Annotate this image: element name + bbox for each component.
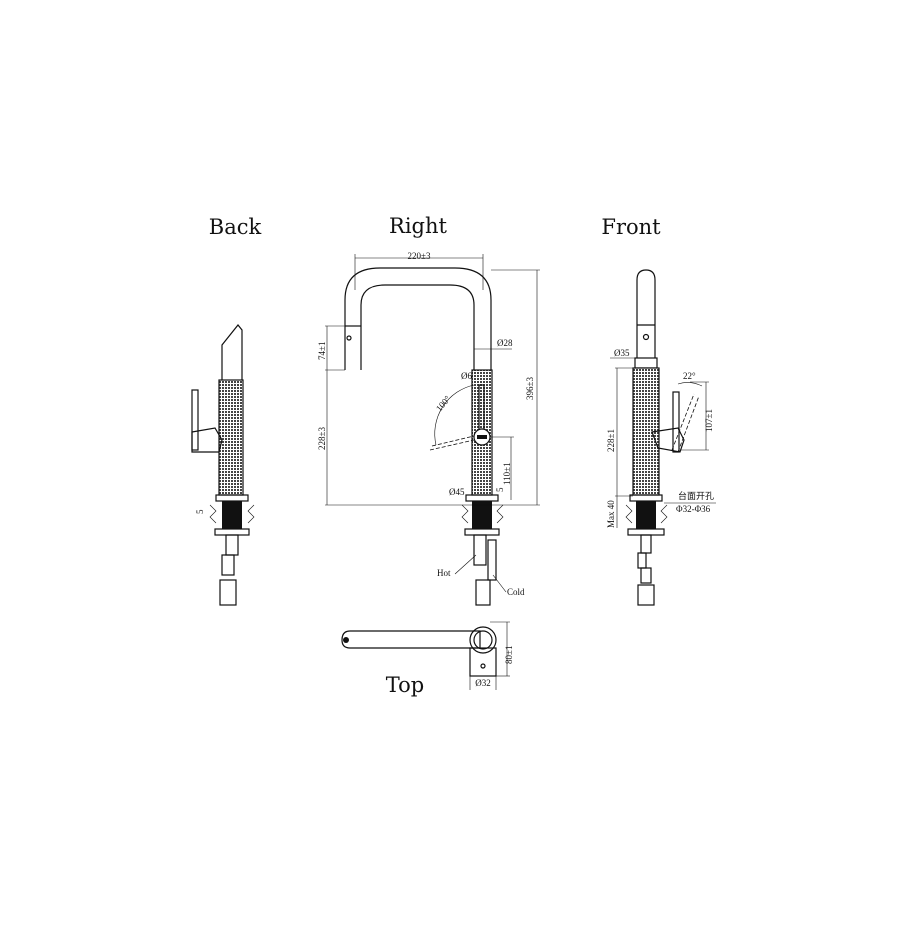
spout-dia-dim: Ø28 xyxy=(497,338,513,348)
view-title-top: Top xyxy=(386,673,424,697)
back-gap-dim: 5 xyxy=(195,509,205,514)
top-view: 80±1 Ø32 xyxy=(341,621,514,690)
lever-dia-dim: Ø6 xyxy=(461,371,472,381)
top-depth-dim: 80±1 xyxy=(504,646,514,664)
front-angle-dim: 22° xyxy=(683,371,696,381)
body-height-dim: 228±3 xyxy=(317,427,327,450)
cold-label: Cold xyxy=(507,587,525,597)
top-dia-dim: Ø32 xyxy=(475,678,491,688)
angle-dim: 100° xyxy=(434,393,453,413)
base-gap-dim: 5 xyxy=(495,487,505,492)
hole-label: 台面开孔 xyxy=(678,490,714,501)
view-title-right: Right xyxy=(389,214,447,238)
height-dim: 396±3 xyxy=(525,377,535,400)
max-deck-dim: Max 40 xyxy=(606,500,616,528)
lever-height-dim: 110±1 xyxy=(502,462,512,485)
back-view: 5 xyxy=(191,324,255,606)
hot-label: Hot xyxy=(437,568,451,578)
width-dim: 220±3 xyxy=(408,251,431,261)
front-lever-height-dim: 107±1 xyxy=(704,409,714,432)
base-dia-dim: Ø45 xyxy=(449,487,465,497)
view-title-front: Front xyxy=(601,215,661,239)
right-view: 220±3 396±3 74±1 228±3 Ø28 Ø6 100° Ø45 1… xyxy=(317,251,540,606)
view-title-back: Back xyxy=(209,215,262,239)
spray-length-dim: 74±1 xyxy=(317,342,327,360)
front-body-height-dim: 228±1 xyxy=(606,429,616,452)
front-view: Ø35 22° 107±1 228±1 Max 40 台面开孔 Φ32-Φ36 xyxy=(606,269,716,606)
hole-range: Φ32-Φ36 xyxy=(676,504,711,514)
front-spout-dia-dim: Ø35 xyxy=(614,348,630,358)
